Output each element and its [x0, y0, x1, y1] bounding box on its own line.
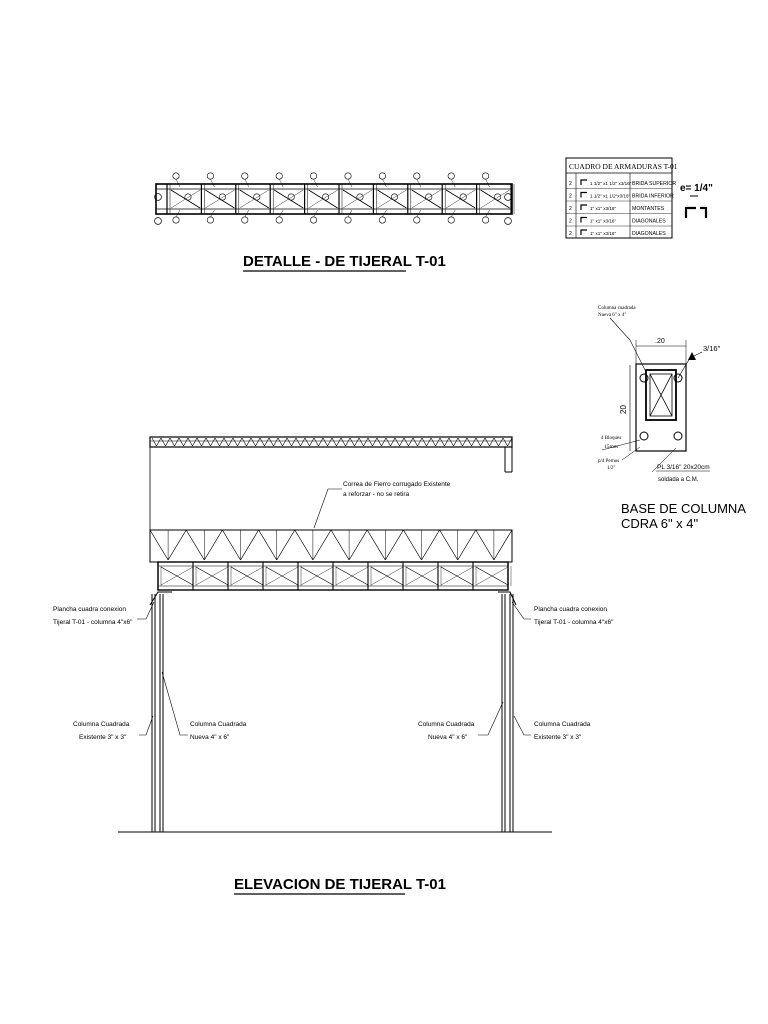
detail-marker: [275, 172, 283, 180]
detail-marker: [378, 172, 386, 180]
detail-title: DETALLE - DE TIJERAL T-01: [243, 253, 446, 270]
col-exist-left-1: Columna Cuadrada: [73, 721, 130, 728]
plate-right-1: Plancha cuadra conexion: [534, 606, 607, 613]
detail-marker: [494, 193, 502, 201]
detail-marker: [344, 172, 352, 180]
table-row-qty: 2: [569, 231, 572, 237]
table-row-qty: 2: [569, 206, 572, 212]
table-row-desc: DIAGONALES: [632, 219, 666, 225]
detail-marker: [482, 172, 490, 180]
col-new-left-1: Columna Cuadrada: [190, 721, 247, 728]
detail-marker: [459, 193, 467, 201]
detail-marker: [287, 193, 295, 201]
detail-marker: [241, 216, 249, 224]
angle-profile-icon: [580, 216, 587, 223]
detail-marker: [310, 172, 318, 180]
detail-truss: [155, 183, 515, 215]
detail-marker: [253, 193, 261, 201]
plate-left-1: Plancha cuadra conexion: [53, 606, 126, 613]
base-plate-1: PL 3/16" 20x20cm: [657, 464, 710, 471]
table-row-qty: 2: [569, 194, 572, 200]
base-col-label-1: Columna cuadrada: [598, 306, 636, 311]
table-row-qty: 2: [569, 219, 572, 225]
angle-profile-icon: [580, 204, 587, 210]
detail-marker: [184, 193, 192, 201]
detail-marker: [154, 217, 162, 225]
table-title: CUADRO DE ARMADURAS T-01: [569, 162, 678, 171]
detail-marker: [172, 172, 180, 180]
angle-profile-icon: [580, 229, 587, 235]
base-plate-2: soldada a C.M.: [658, 477, 699, 483]
detail-marker: [413, 216, 421, 224]
detail-marker: [425, 193, 433, 201]
detail-marker: [322, 193, 330, 201]
base-bolts-1: 4 Bloques: [601, 436, 621, 441]
plate-left-2: Tijeral T-01 - columna 4"x6": [53, 619, 133, 626]
angle-profile-icon: [580, 191, 587, 198]
purlin-zigzag: [151, 437, 513, 447]
detail-marker: [172, 216, 180, 224]
base-col-label-2: Nueva 6" x 4": [598, 313, 626, 318]
base-title-1: BASE DE COLUMNA: [621, 501, 746, 516]
col-new-left-2: Nueva 4" x 6": [190, 734, 230, 741]
column-base-detail: Columna cuadrada Nueva 6" x 4" .20 20 3/…: [598, 306, 746, 531]
table-row-desc: DIAGONALES: [632, 231, 666, 237]
detail-marker: [504, 217, 512, 225]
columns: [118, 591, 552, 833]
base-anchors-2: 1/2": [607, 466, 615, 471]
detail-markers: [154, 172, 512, 225]
table-row-size: 1" x1" x3/16": [590, 219, 616, 224]
detail-marker: [275, 216, 283, 224]
detail-marker: [378, 216, 386, 224]
col-exist-right-1: Columna Cuadrada: [534, 721, 591, 728]
col-exist-left-2: Existente 3" x 3": [79, 734, 127, 741]
table-row-qty: 2: [569, 181, 572, 187]
base-bolts-2: 15mm: [604, 444, 619, 450]
detail-marker: [447, 216, 455, 224]
table-row-size: 1 1/2" x1 1/2"x3/16": [590, 194, 631, 199]
table-row-size: 1" x1" x3/16": [590, 231, 616, 236]
truss-webs: [149, 529, 513, 590]
detail-marker: [356, 193, 364, 201]
base-weld-label: 3/16": [703, 344, 721, 353]
detail-marker: [241, 172, 249, 180]
detail-marker: [310, 216, 318, 224]
elevation-callouts: Plancha cuadra conexion Tijeral T-01 - c…: [53, 601, 614, 741]
armaduras-table: CUADRO DE ARMADURAS T-01 2 1 1/2" x1 1/2"…: [565, 157, 678, 239]
purlin-note-1: Correa de Fierro corrugado Existente: [343, 481, 451, 488]
detail-marker: [413, 172, 421, 180]
detail-marker: [482, 216, 490, 224]
detail-marker: [344, 216, 352, 224]
channel-profile-icon: [684, 195, 708, 218]
table-row-size: 1" x1" x3/16": [590, 206, 616, 211]
base-title-2: CDRA 6" x 4": [621, 516, 699, 531]
base-anchors-1: p/4 Pernos: [598, 459, 619, 464]
plate-right-2: Tijeral T-01 - columna 4"x6": [534, 619, 614, 626]
table-row-desc: MONTANTES: [632, 206, 665, 212]
detail-marker: [447, 172, 455, 180]
existing-purlin: [149, 436, 513, 530]
base-dim-side: 20: [619, 405, 628, 414]
detail-marker: [504, 193, 512, 201]
col-exist-right-2: Existente 3" x 3": [534, 734, 582, 741]
purlin-note-2: a reforzar - no se retira: [343, 491, 409, 498]
detail-marker: [206, 172, 214, 180]
detail-marker: [390, 193, 398, 201]
col-new-right-1: Columna Cuadrada: [418, 721, 475, 728]
table-row-desc: BRIDA INFERIOR: [632, 194, 674, 200]
col-new-right-2: Nueva 4" x 6": [428, 734, 468, 741]
detail-marker: [154, 193, 162, 201]
table-row-desc: BRIDA SUPERIOR: [632, 181, 676, 187]
elevation-title: ELEVACION DE TIJERAL T-01: [234, 876, 446, 893]
detail-marker: [218, 193, 226, 201]
angle-profile-icon: [580, 179, 587, 185]
table-row-size: 1 1/2" x1 1/2" x3/16": [590, 181, 632, 186]
thickness-label: e= 1/4": [680, 183, 713, 194]
detail-marker: [206, 216, 214, 224]
base-dim-top: .20: [655, 338, 665, 345]
